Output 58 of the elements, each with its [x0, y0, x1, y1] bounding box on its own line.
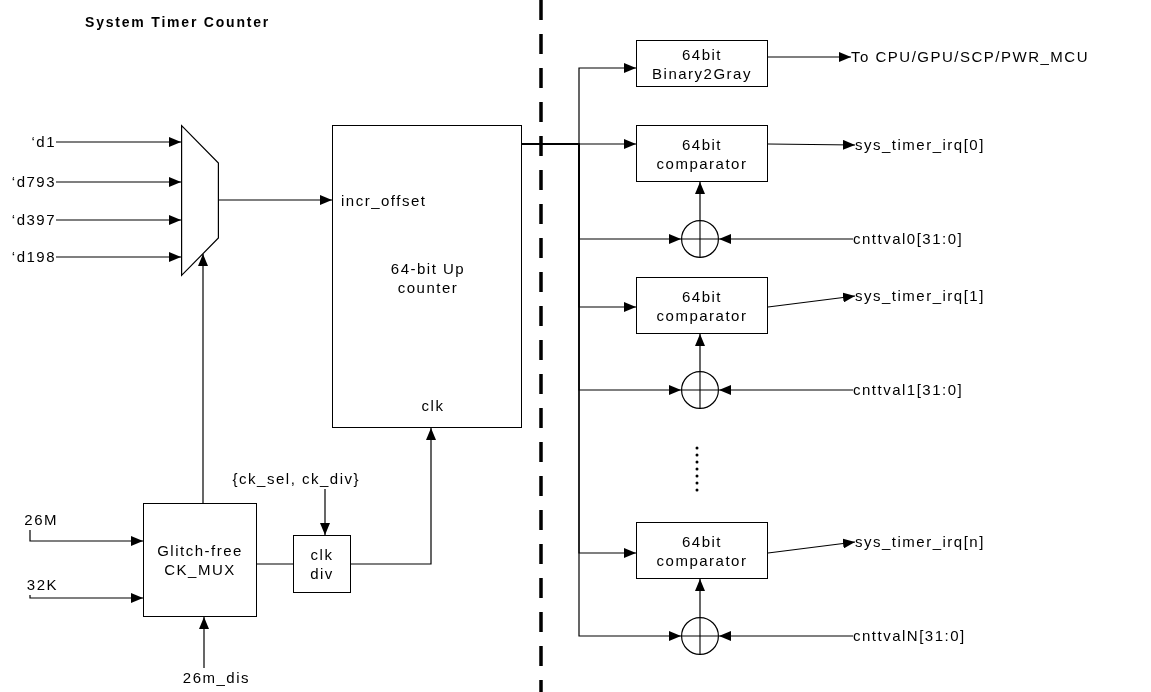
arrow — [767, 52, 852, 62]
signal-label: 32K — [14, 575, 58, 595]
adder-symbol — [681, 617, 719, 655]
comparator-block — [636, 522, 768, 579]
arrow — [350, 427, 436, 565]
adder-symbol — [681, 220, 719, 258]
clock-mux-block — [143, 503, 257, 617]
adder-symbol — [681, 371, 719, 409]
signal-label: ‘d1 — [16, 133, 56, 151]
block-label: 64bit comparator — [655, 286, 749, 325]
arrow — [29, 593, 144, 603]
output-label: sys_timer_irq[1] — [855, 286, 1025, 306]
arrow — [320, 488, 330, 536]
output-label: sys_timer_irq[0] — [855, 135, 1025, 155]
arrow — [718, 631, 854, 641]
arrow — [198, 253, 208, 504]
arrow — [199, 616, 209, 669]
block-label: 64bit Binary2Gray — [651, 44, 753, 83]
arrow — [767, 139, 856, 150]
port-label: incr_offset — [341, 191, 428, 210]
signal-label: 26M — [14, 510, 58, 530]
multiplexer-symbol — [181, 125, 219, 276]
block-label: 64bit comparator — [655, 134, 749, 173]
output-label: sys_timer_irq[n] — [855, 532, 1025, 552]
arrow — [55, 137, 182, 147]
output-label: To CPU/GPU/SCP/PWR_MCU — [851, 47, 1147, 67]
input-label: cnttval0[31:0] — [853, 229, 993, 249]
arrow — [55, 252, 182, 262]
arrow — [695, 578, 705, 618]
arrow — [718, 385, 854, 395]
converter-block — [636, 40, 768, 87]
arrow — [767, 538, 856, 554]
comparator-block — [636, 125, 768, 182]
block-label: 64bit comparator — [655, 531, 749, 570]
diagram-title: System Timer Counter — [85, 13, 271, 32]
signal-label: 26m_dis — [164, 668, 250, 688]
connector-line — [256, 563, 294, 565]
input-label: cnttval1[31:0] — [853, 380, 993, 400]
arrow — [55, 177, 182, 187]
arrow — [29, 529, 144, 546]
arrow — [767, 292, 856, 308]
signal-label: ‘d198 — [4, 248, 56, 266]
block-label: clk div — [309, 545, 335, 583]
signal-label: ‘d793 — [4, 173, 56, 191]
arrow — [218, 195, 333, 205]
counter-block — [332, 125, 522, 428]
comparator-block — [636, 277, 768, 334]
arrow — [718, 234, 854, 244]
signal-label: {ck_sel, ck_div} — [208, 469, 360, 489]
block-label: Glitch-free CK_MUX — [156, 541, 244, 579]
block-label: 64-bit Up counter — [389, 259, 467, 297]
clock-divider-block — [293, 535, 351, 593]
signal-label: ‘d397 — [4, 211, 56, 229]
input-label: cnttvalN[31:0] — [853, 626, 993, 646]
arrow — [55, 215, 182, 225]
arrow — [695, 181, 705, 221]
arrow — [695, 333, 705, 372]
port-label: clk — [420, 396, 446, 415]
